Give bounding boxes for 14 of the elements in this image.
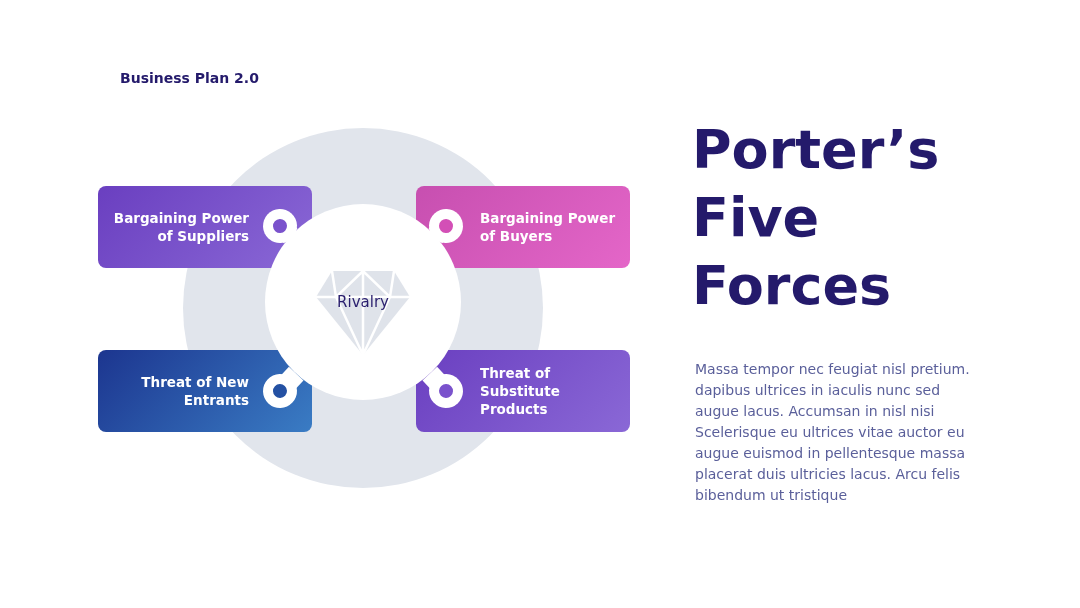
connector-tab [428,209,463,244]
connector-tab [422,366,463,408]
force-card [416,350,630,432]
connector-tab [263,209,298,244]
connector-tab [263,366,304,408]
card-label: Bargaining Power of Buyers [480,209,617,245]
card-label: Threat of Substitute Products [480,364,561,418]
card-label: Threat of New Entrants [140,373,249,409]
body-paragraph: Massa tempor nec feugiat nisl pretium. dapibus ultrices in iaculis nunc sed augue lacus. Accumsan in nisl nisi Scelerisque eu ultrices vitae auctor eu augue euismod in pellentesque massa placerat duis ultricies lacus. Arcu felis bibendum ut tristique [695,360,971,505]
center-label: Rivalry [336,292,390,312]
header-text: Business Plan 2.0 [120,70,259,86]
force-card [98,350,312,432]
slide-title: Porter’s Five Forces [692,117,941,319]
card-label: Bargaining Power of Suppliers [112,209,249,245]
